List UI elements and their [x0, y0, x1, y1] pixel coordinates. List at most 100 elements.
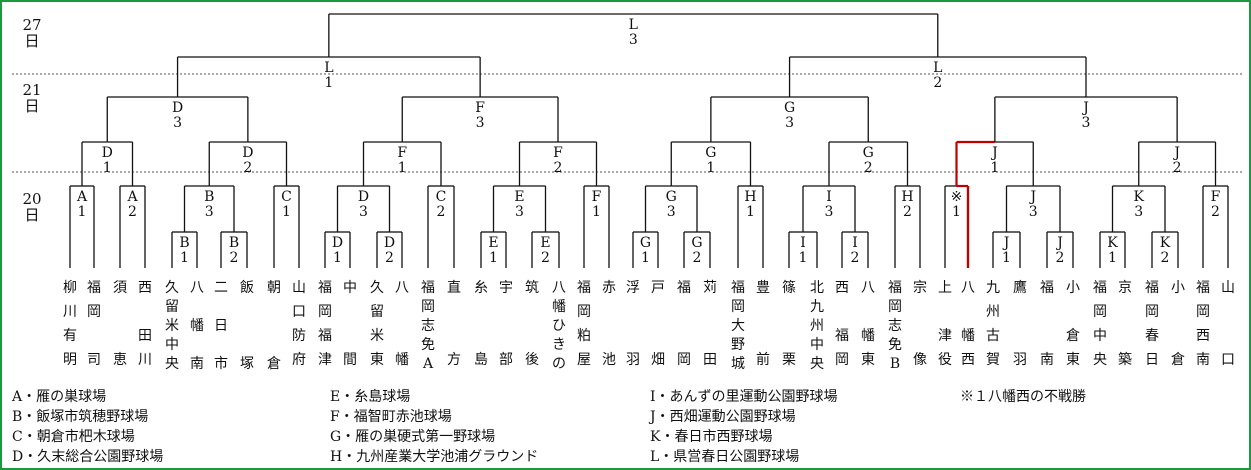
label-D2b-number: 2	[385, 250, 394, 266]
day-label-d21-num: 21	[22, 81, 41, 99]
day-label-d27-num: 27	[22, 16, 41, 34]
day-label-d20-unit: 日	[24, 206, 39, 224]
team-t30-char-4: 央	[810, 356, 824, 372]
label-J2-letter: J	[1172, 145, 1180, 161]
label-A2-number: 2	[128, 204, 137, 220]
label-I1-number: 1	[799, 250, 808, 266]
label-D1-letter: D	[102, 145, 113, 161]
team-t27-char-1: 岡	[731, 299, 745, 315]
team-t10-char-0: 山	[292, 280, 306, 296]
bracket-diagram: 27日21日20日柳川有明福岡司須恵西田川久留米中央八幡南二日市飯塚朝倉山口防府…	[12, 13, 1242, 372]
label-A2-letter: A	[126, 189, 138, 205]
team-t35-char-0: 上	[938, 280, 952, 296]
team-t22-char-3: 池	[602, 352, 616, 368]
team-t29-char-0: 篠	[782, 280, 796, 296]
label-I2-letter: I	[852, 235, 858, 251]
team-t2-char-0: 福	[87, 280, 101, 296]
label-D3-letter: D	[172, 100, 183, 116]
team-t32-char-0: 八	[861, 280, 875, 296]
team-t9-char-0: 朝	[267, 280, 281, 296]
team-t5-char-4: 央	[165, 356, 179, 372]
team-t44-char-3: 倉	[1171, 352, 1185, 368]
label-F3-number: 3	[476, 115, 485, 131]
team-t6-char-0: 八	[190, 280, 204, 296]
team-t33-char-3: 免	[888, 337, 902, 353]
label-H1-letter: H	[744, 189, 756, 205]
team-t6-char-4: 南	[190, 356, 204, 372]
team-t3-char-0: 須	[113, 280, 127, 296]
label-I1-letter: I	[800, 235, 806, 251]
team-t37-char-1: 州	[986, 304, 1000, 320]
label-J1b-number: 1	[1002, 250, 1011, 266]
team-t30-char-2: 州	[810, 318, 824, 334]
team-t46-char-0: 山	[1221, 280, 1235, 296]
team-t23-char-3: 羽	[626, 352, 640, 368]
legend-item-h: H・九州産業大学池浦グラウンド	[330, 449, 539, 465]
team-t37-char-0: 九	[986, 280, 1000, 296]
team-t44-char-0: 小	[1171, 280, 1185, 296]
legend-item-f: F・福智町赤池球場	[330, 409, 452, 425]
label-E1-letter: E	[488, 235, 498, 251]
team-t16-char-0: 直	[447, 279, 461, 296]
label-K2-number: 2	[1161, 250, 1170, 266]
team-t3-char-3: 恵	[113, 352, 127, 368]
team-t37-char-2: 古	[986, 328, 1000, 344]
team-t31-char-3: 岡	[835, 352, 849, 368]
label-J3b-letter: J	[1028, 189, 1036, 205]
team-t46-char-3: 口	[1221, 352, 1235, 368]
label-F2b-letter: F	[1211, 189, 1221, 205]
team-t16-char-3: 方	[447, 352, 461, 368]
team-t23-char-0: 浮	[626, 280, 640, 296]
team-t28-char-3: 前	[756, 351, 770, 368]
team-t33-char-0: 福	[888, 280, 902, 296]
team-t39-char-3: 南	[1040, 352, 1054, 368]
label-K3-number: 3	[1134, 204, 1143, 220]
team-t1-char-3: 明	[63, 352, 77, 368]
label-G3-number: 3	[785, 115, 794, 131]
team-t42-char-0: 京	[1118, 280, 1132, 296]
legend-item-e: E・糸島球場	[330, 389, 411, 405]
team-t15-char-4: A	[422, 356, 434, 372]
label-G2-letter: G	[863, 145, 874, 161]
team-t7-char-0: 二	[214, 280, 228, 296]
team-t13-char-3: 東	[370, 352, 384, 368]
label-L1-number: 1	[324, 75, 333, 91]
team-t11-char-1: 岡	[318, 304, 332, 320]
team-t24-char-3: 畑	[651, 352, 665, 368]
team-t21-char-2: 粕	[577, 328, 591, 344]
label-D1b-number: 1	[333, 250, 342, 266]
team-t33-char-1: 岡	[888, 299, 902, 315]
team-t40-char-0: 小	[1066, 280, 1080, 296]
team-t26-char-0: 苅	[703, 279, 717, 296]
label-K2-letter: K	[1160, 235, 1171, 251]
team-t25-char-3: 岡	[677, 352, 691, 368]
team-t27-char-0: 福	[731, 280, 745, 296]
label-D2b-letter: D	[384, 235, 395, 251]
label-E2-letter: E	[540, 235, 550, 251]
team-t32-char-2: 幡	[861, 328, 875, 344]
label-B3-letter: B	[204, 189, 214, 205]
team-t12-char-3: 間	[343, 352, 357, 368]
team-t13-char-2: 米	[370, 328, 384, 344]
label-I3-number: 3	[825, 204, 834, 220]
team-t29-char-3: 栗	[782, 352, 796, 368]
label-L3-letter: L	[629, 17, 638, 33]
legend-item-c: C・朝倉市杷木球場	[12, 429, 135, 445]
label-X1-number: 1	[952, 204, 961, 220]
label-D2-letter: D	[242, 145, 253, 161]
team-t4-char-3: 川	[138, 352, 152, 368]
team-t41-char-3: 央	[1093, 352, 1107, 368]
legend-item-d: D・久末総合公園野球場	[12, 449, 164, 465]
team-t40-char-2: 倉	[1066, 328, 1080, 344]
label-A1-number: 1	[78, 204, 87, 220]
label-F1b-letter: F	[592, 189, 602, 205]
team-t43-char-0: 福	[1145, 280, 1159, 296]
team-t5-char-0: 久	[165, 280, 179, 296]
team-t10-char-3: 府	[292, 352, 306, 368]
label-G1-number: 1	[706, 160, 715, 176]
label-E2-number: 2	[541, 250, 550, 266]
team-t14-char-0: 八	[395, 280, 409, 296]
label-F1-number: 1	[398, 160, 407, 176]
label-E3-number: 3	[515, 204, 524, 220]
